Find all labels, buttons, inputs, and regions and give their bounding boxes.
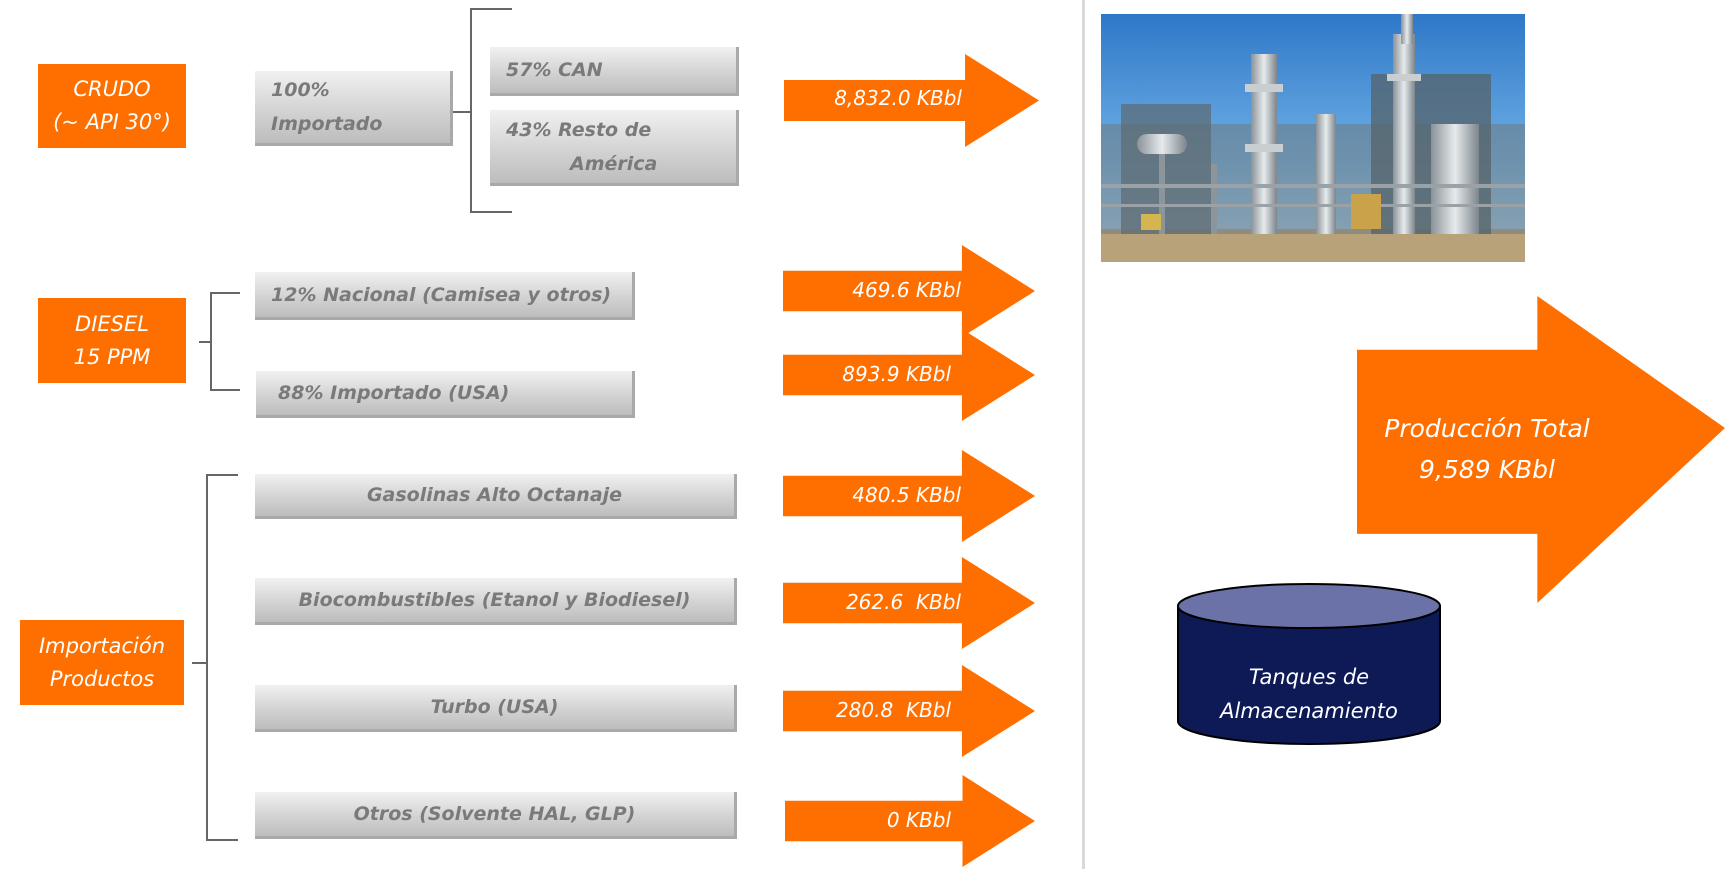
diesel-bracket-vertical	[210, 292, 212, 391]
photo-structures	[1101, 14, 1525, 234]
source-importacion-line2: Productos	[49, 666, 155, 691]
diesel-nacional-label: 12% Nacional (Camisea y otros)	[271, 283, 612, 306]
source-crudo-line2: (~ API 30°)	[53, 110, 171, 134]
producto-otros-label: Otros (Solvente HAL, GLP)	[353, 803, 636, 825]
source-crudo-line1: CRUDO	[73, 77, 151, 101]
crudo-resto-line2: América	[570, 152, 658, 175]
source-diesel-line2: 15 PPM	[73, 344, 151, 369]
source-diesel: DIESEL 15 PPM	[38, 298, 186, 383]
diesel-bracket-bottom	[210, 389, 240, 391]
crudo-can-label: 57% CAN	[506, 59, 603, 81]
source-importacion: Importación Productos	[20, 620, 184, 705]
source-diesel-line1: DIESEL	[75, 311, 149, 336]
production-total-line1: Producción Total	[1384, 414, 1590, 443]
productos-bracket-bottom	[206, 839, 238, 841]
volume-gasolinas: 480.5 KBbl	[852, 483, 961, 507]
productos-connector	[192, 662, 207, 664]
refinery-photo	[1101, 14, 1525, 262]
production-total-label: Producción Total 9,589 KBbl	[1357, 408, 1617, 492]
producto-turbo-box: Turbo (USA)	[255, 685, 737, 732]
volume-turbo: 280.8 KBbl	[835, 698, 951, 722]
storage-tank	[1177, 583, 1441, 745]
producto-bio-box: Biocombustibles (Etanol y Biodiesel)	[255, 578, 737, 625]
crudo-bracket-vertical	[470, 8, 472, 213]
productos-bracket-top	[206, 474, 238, 476]
tank-top	[1177, 583, 1441, 629]
producto-gasolinas-label: Gasolinas Alto Octanaje	[366, 484, 623, 506]
crudo-resto-box: 43% Resto de América	[490, 110, 739, 186]
crudo-connector	[453, 111, 471, 113]
tank-body	[1177, 605, 1441, 745]
crudo-can-box: 57% CAN	[490, 47, 739, 96]
vertical-divider	[1082, 0, 1085, 869]
productos-bracket-vertical	[206, 474, 208, 841]
production-total-line2: 9,589 KBbl	[1419, 455, 1555, 484]
crudo-bracket-top	[470, 8, 512, 10]
storage-tank-line1: Tanques de	[1248, 665, 1370, 689]
photo-ground	[1101, 229, 1525, 262]
diesel-connector	[199, 341, 211, 343]
crudo-bracket-bottom	[470, 211, 512, 213]
storage-tank-label: Tanques de Almacenamiento	[1186, 660, 1432, 730]
producto-bio-label: Biocombustibles (Etanol y Biodiesel)	[298, 589, 691, 611]
crudo-origin-line2: Importado	[271, 113, 383, 135]
volume-bio: 262.6 KBbl	[845, 590, 961, 614]
producto-turbo-label: Turbo (USA)	[430, 696, 559, 718]
crudo-origin-box: 100% Importado	[255, 71, 453, 146]
source-crudo: CRUDO (~ API 30°)	[38, 64, 186, 148]
crudo-origin-line1: 100%	[271, 79, 330, 101]
diesel-nacional-box: 12% Nacional (Camisea y otros)	[255, 272, 635, 320]
volume-otros: 0 KBbl	[886, 808, 951, 832]
producto-otros-box: Otros (Solvente HAL, GLP)	[255, 792, 737, 839]
diesel-bracket-top	[210, 292, 240, 294]
diesel-importado-box: 88% Importado (USA)	[256, 371, 635, 418]
diesel-importado-label: 88% Importado (USA)	[278, 382, 510, 404]
source-importacion-line1: Importación	[38, 633, 166, 658]
volume-diesel-nacional: 469.6 KBbl	[852, 278, 961, 302]
storage-tank-line2: Almacenamiento	[1220, 699, 1398, 723]
volume-diesel-importado: 893.9 KBbl	[842, 362, 951, 386]
producto-gasolinas-box: Gasolinas Alto Octanaje	[255, 474, 737, 519]
crudo-resto-line1: 43% Resto de	[506, 118, 652, 141]
volume-crudo: 8,832.0 KBbl	[834, 86, 962, 110]
